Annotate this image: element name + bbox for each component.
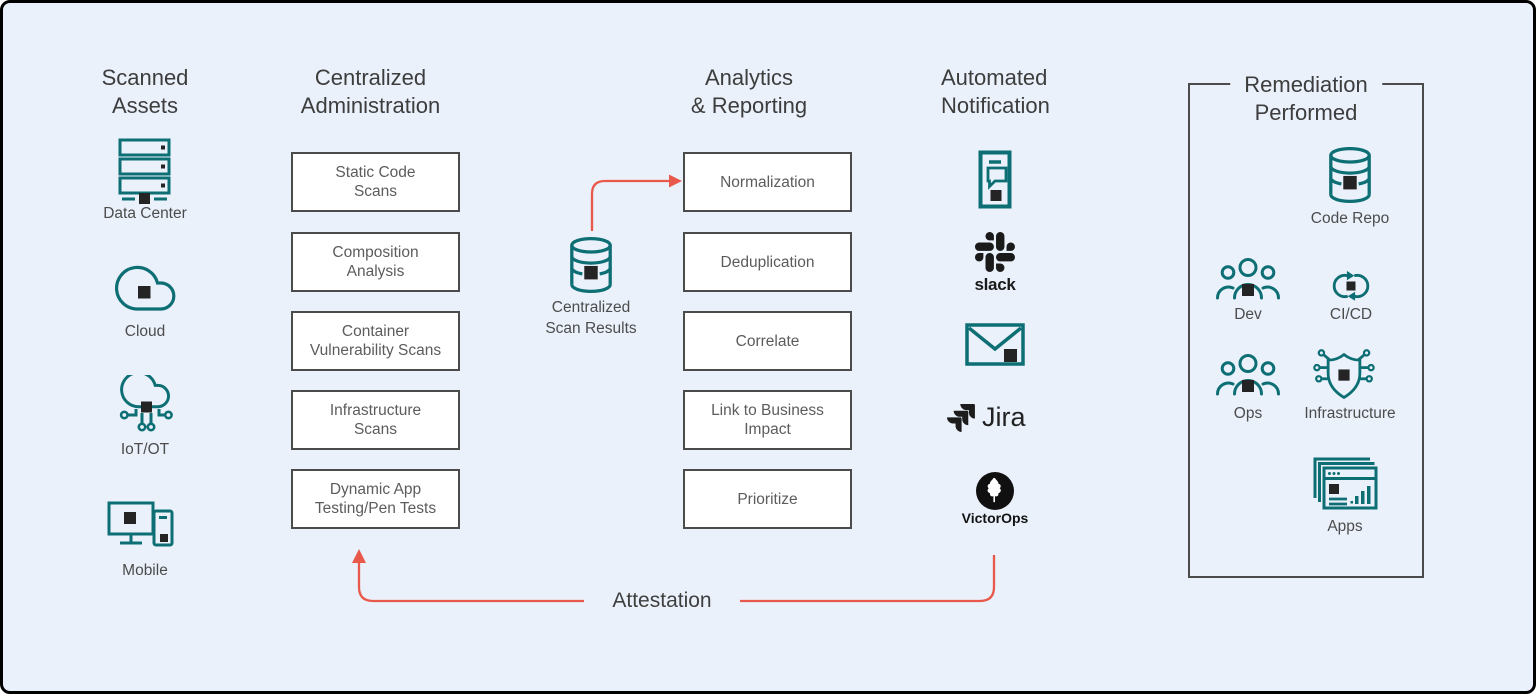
heading-line: Administration (300, 93, 441, 118)
iot-ot-icon (119, 375, 173, 432)
heading-line: Notification (941, 93, 1050, 118)
box-line: Vulnerability Scans (309, 342, 442, 359)
box-infrastructure-scans: Infrastructure Scans (291, 390, 460, 450)
ci-cd-label: CI/CD (1329, 306, 1373, 323)
mobile-icon (107, 501, 178, 549)
infrastructure-icon (1313, 349, 1375, 400)
box-container-vulnerability-scans: Container Vulnerability Scans (291, 311, 460, 371)
heading-remediation-performed: Remediation Performed (1230, 71, 1382, 127)
heading-line: Performed (1254, 100, 1358, 125)
box-deduplication: Deduplication (683, 232, 852, 292)
cloud-icon (114, 265, 176, 311)
heading-line: Remediation (1244, 72, 1368, 97)
box-line: Dynamic App (329, 481, 422, 498)
jira-logo: Jira (947, 402, 1026, 433)
apps-label: Apps (1327, 518, 1363, 535)
jira-mark-icon (947, 403, 975, 432)
box-link-to-business-impact: Link to Business Impact (683, 390, 852, 450)
box-composition-analysis: Composition Analysis (291, 232, 460, 292)
heading-scanned-assets: Scanned Assets (45, 64, 245, 120)
box-normalization: Normalization (683, 152, 852, 212)
box-line: Static Code (335, 164, 416, 181)
attestation-label: Attestation (612, 589, 712, 612)
box-line: Scans (353, 183, 398, 200)
box-line: Correlate (735, 332, 800, 350)
mobile-chat-icon (978, 150, 1012, 210)
heading-automated-notification: Automated Notification (941, 64, 1050, 120)
ops-label: Ops (1233, 405, 1263, 422)
mobile-label: Mobile (122, 562, 168, 579)
iot-ot-icon (115, 375, 175, 439)
victorops-logo (975, 471, 1015, 511)
box-line: Scans (353, 421, 398, 438)
slack-wordmark: slack (974, 275, 1016, 294)
dev-label: Dev (1234, 306, 1262, 323)
email-icon (965, 323, 1025, 366)
box-line: Normalization (720, 173, 815, 191)
infrastructure-icon (1311, 348, 1377, 404)
data-center-icon (118, 138, 171, 204)
box-prioritize: Prioritize (683, 469, 852, 529)
box-line: Container (341, 323, 410, 340)
email-icon (965, 323, 1025, 366)
cloud-icon (114, 265, 176, 315)
box-line: Prioritize (737, 490, 798, 508)
scan-results-line: Centralized (551, 299, 631, 316)
heading-line: Automated (941, 65, 1048, 90)
box-line: Infrastructure (329, 402, 422, 419)
apps-icon (1313, 457, 1378, 510)
dev-team-icon (1215, 257, 1281, 301)
heading-line: Assets (111, 93, 179, 118)
cloud-label: Cloud (124, 323, 166, 340)
database-icon (570, 236, 612, 294)
mobile-icon (107, 501, 174, 547)
slack-logo (975, 232, 1015, 272)
ci-cd-icon (1325, 268, 1377, 304)
victorops-wordmark: VictorOps (961, 510, 1029, 526)
code-repo-label: Code Repo (1310, 210, 1390, 227)
database-icon (567, 235, 615, 295)
dev-team-icon (1216, 258, 1280, 300)
heading-centralized-administration: Centralized Administration (258, 64, 483, 120)
victorops-mark-icon (976, 472, 1014, 510)
slack-logo (975, 232, 1015, 272)
data-center-icon (118, 138, 171, 204)
box-static-code-scans: Static Code Scans (291, 152, 460, 212)
box-correlate: Correlate (683, 311, 852, 371)
infrastructure-label: Infrastructure (1304, 405, 1396, 422)
box-line: Composition (332, 244, 419, 261)
box-line: Testing/Pen Tests (314, 500, 437, 517)
code-repo-icon (1329, 146, 1371, 204)
remediation-box: Remediation Performed (1188, 71, 1424, 578)
box-line: Link to Business (711, 402, 824, 419)
heading-analytics-reporting: Analytics & Reporting (649, 64, 849, 120)
heading-line: Analytics (704, 65, 794, 90)
heading-line: Centralized (314, 65, 427, 90)
box-line: Analysis (346, 263, 405, 280)
box-dynamic-app-testing: Dynamic App Testing/Pen Tests (291, 469, 460, 529)
box-line: Impact (744, 421, 791, 438)
jira-wordmark: Jira (982, 402, 1026, 432)
heading-line: & Reporting (690, 93, 808, 118)
box-line: Deduplication (720, 253, 815, 271)
iot-ot-label: IoT/OT (120, 441, 170, 458)
ci-cd-icon (1332, 270, 1370, 301)
ops-team-icon (1215, 353, 1281, 397)
heading-line: Scanned (101, 65, 189, 90)
scan-results-label: Centralized Scan Results (521, 297, 661, 339)
mobile-chat-icon (978, 150, 1012, 209)
ops-team-icon (1216, 354, 1280, 396)
scan-results-line: Scan Results (545, 320, 637, 337)
apps-icon (1309, 455, 1381, 513)
code-repo-icon (1326, 145, 1374, 205)
data-center-label: Data Center (103, 205, 187, 222)
